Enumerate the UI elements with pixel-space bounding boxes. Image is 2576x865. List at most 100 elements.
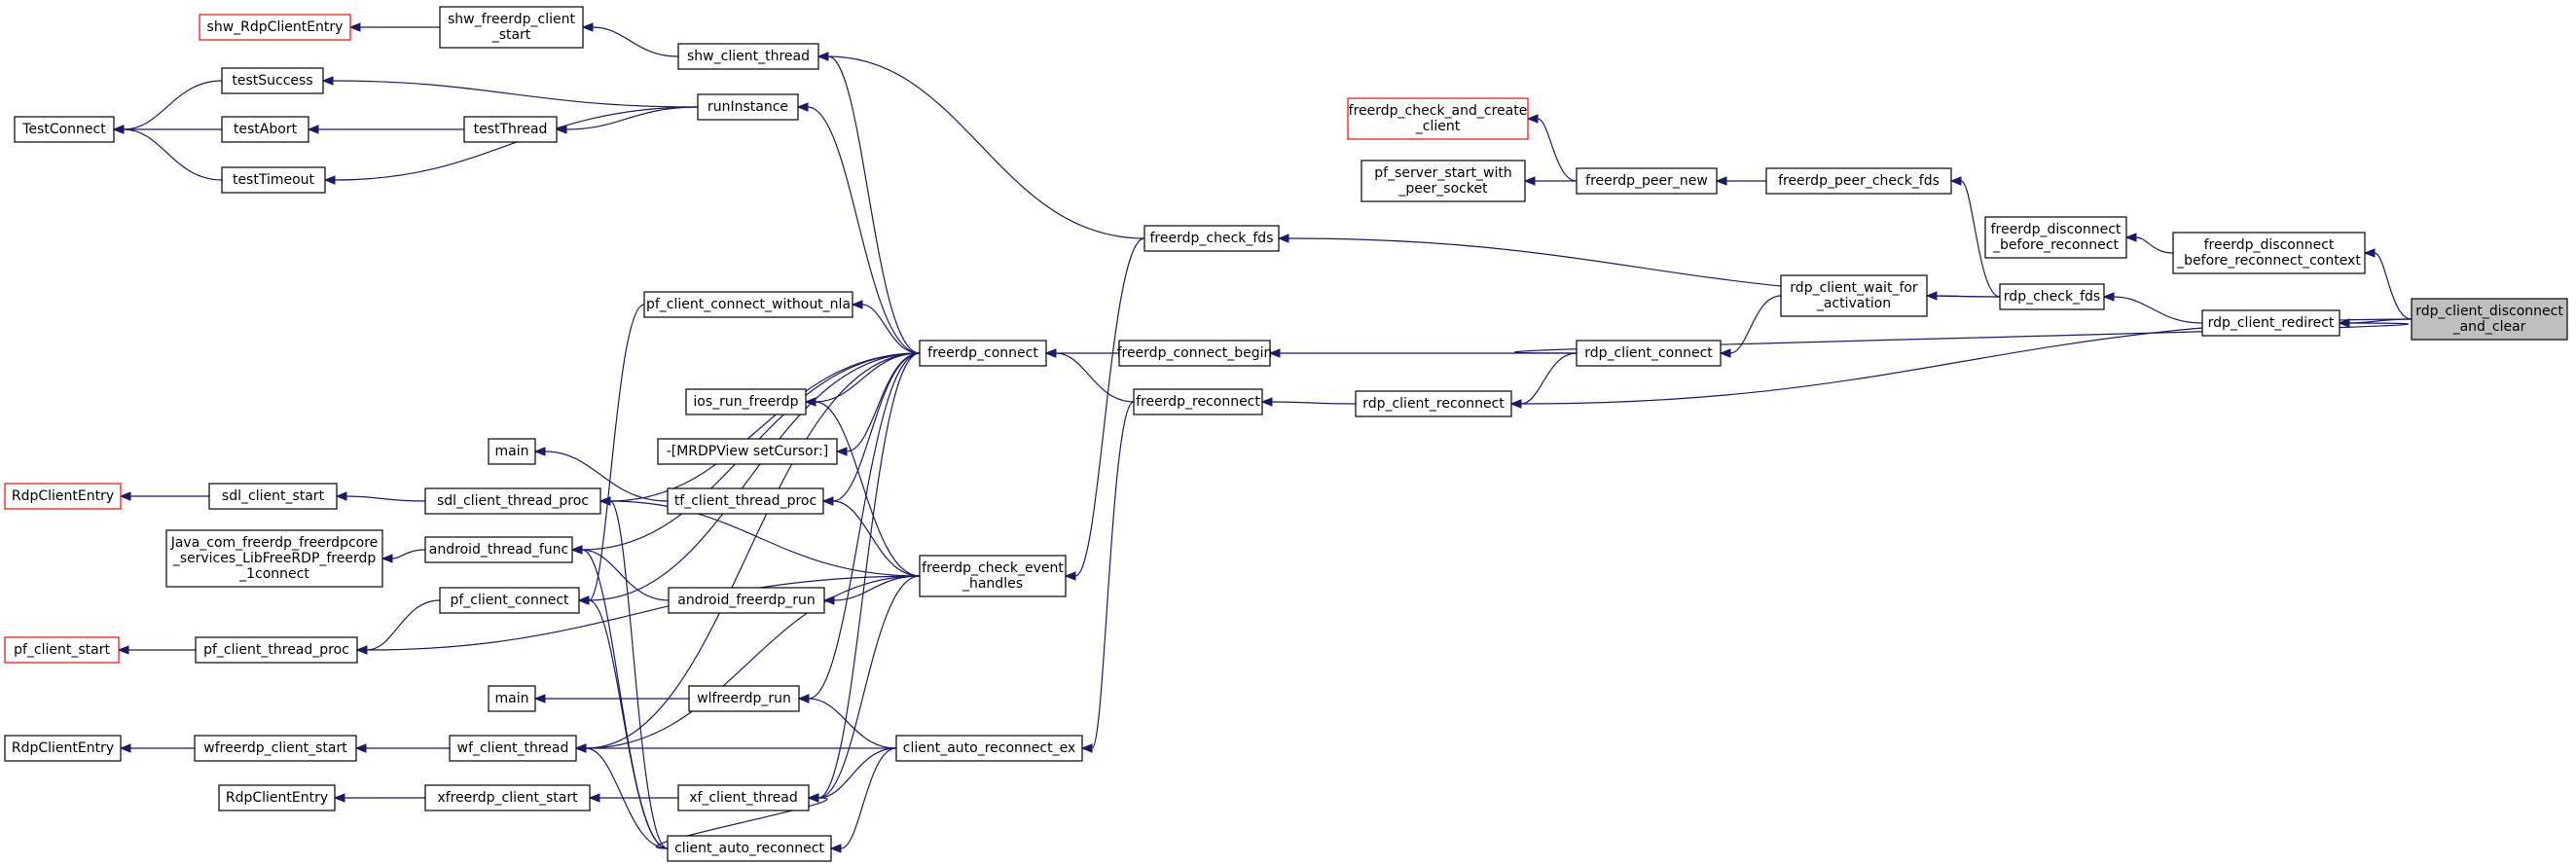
node-wlfreerdp-run[interactable]: wlfreerdp_run: [688, 685, 800, 712]
node-testtimeout[interactable]: testTimeout: [221, 166, 326, 194]
edge-arrowhead: [1277, 234, 1289, 243]
edge-java-to-android-tf: [381, 549, 426, 563]
node-freerdp-check-fds[interactable]: freerdp_check_fds: [1143, 225, 1280, 252]
node-label: rdp_client_disconnect: [2415, 304, 2563, 319]
node-box: [424, 487, 601, 515]
node-freerdp-connect[interactable]: freerdp_connect: [919, 340, 1047, 367]
node-label: _1connect: [238, 566, 309, 582]
node-pf-server-start-with-peer-socket[interactable]: pf_server_start_with_peer_socket: [1361, 160, 1526, 202]
edge-pf-client-connect-to-pf-cwn: [577, 304, 645, 605]
node-rdp-client-disconnect-and-clear[interactable]: rdp_client_disconnect_and_clear: [2411, 298, 2568, 341]
edge-arrowhead: [119, 743, 131, 753]
node-box: [221, 116, 309, 143]
node-shw-rdpcliententry[interactable]: shw_RdpClientEntry: [199, 14, 351, 41]
node-shw-freerdp-client-start[interactable]: shw_freerdp_client_start: [439, 6, 584, 49]
node-main[interactable]: main: [488, 685, 536, 712]
edge-line: [832, 352, 921, 502]
node-testsuccess[interactable]: testSuccess: [221, 67, 324, 94]
node-freerdp-disconnect-before-reconnect-context[interactable]: freerdp_disconnect_before_reconnect_cont…: [2172, 232, 2366, 274]
edge-arrowhead: [807, 793, 819, 803]
edge-arrowhead: [335, 491, 347, 501]
node-box: [688, 685, 800, 712]
edge-line: [585, 575, 921, 749]
node-ios-run-freerdp[interactable]: ios_run_freerdp: [685, 388, 807, 415]
edge-line: [1520, 352, 1578, 405]
edge-line: [817, 352, 921, 799]
edge-line: [1537, 118, 1578, 182]
node-freerdp-disconnect-before-reconnect[interactable]: freerdp_disconnect_before_reconnect: [1984, 216, 2127, 259]
node-pf-client-start[interactable]: pf_client_start: [4, 636, 120, 664]
node-pf-client-connect-without-nla[interactable]: pf_client_connect_without_nla: [643, 291, 853, 318]
node-rdpcliententry[interactable]: RdpClientEntry: [218, 784, 336, 811]
node-testthread[interactable]: testThread: [463, 116, 558, 143]
node-box: [677, 784, 810, 811]
node-box: [439, 6, 584, 49]
edge-line: [609, 500, 921, 577]
node-tf-client-thread-proc[interactable]: tf_client_thread_proc: [667, 487, 824, 515]
node-testconnect[interactable]: TestConnect: [14, 116, 115, 143]
edge-arrowhead: [588, 793, 600, 803]
node-label: _activation: [1816, 296, 1891, 311]
node-box: [1999, 283, 2105, 310]
node-wfreerdp-client-start[interactable]: wfreerdp_client_start: [194, 735, 357, 762]
edge-arrowhead: [1719, 348, 1731, 358]
node-rdpcliententry[interactable]: RdpClientEntry: [4, 483, 122, 510]
edge-arrowhead: [829, 844, 842, 853]
node-freerdp-check-event-handles[interactable]: freerdp_check_event_handles: [919, 555, 1067, 597]
node-client-auto-reconnect[interactable]: client_auto_reconnect: [667, 835, 832, 862]
node-label: android_freerdp_run: [677, 593, 816, 608]
edge-arrowhead: [348, 22, 361, 32]
node-shw-client-thread[interactable]: shw_client_thread: [677, 43, 819, 70]
node-client-auto-reconnect-ex[interactable]: client_auto_reconnect_ex: [895, 735, 1083, 762]
node-label: shw_freerdp_client: [448, 12, 575, 27]
node-box: [194, 735, 357, 762]
node-rdp-client-reconnect[interactable]: rdp_client_reconnect: [1355, 390, 1512, 417]
edge-fcac-to-freerdp-peer-new: [1526, 114, 1578, 182]
edge-arrowhead: [577, 595, 590, 605]
node-pf-client-connect[interactable]: pf_client_connect: [439, 587, 580, 614]
node-box: [221, 166, 326, 194]
node-label: shw_client_thread: [687, 49, 810, 64]
node-rdp-client-redirect[interactable]: rdp_client_redirect: [2201, 309, 2340, 337]
edge-arrowhead: [1044, 348, 1057, 358]
node-box: [14, 116, 115, 143]
node-rdp-check-fds[interactable]: rdp_check_fds: [1999, 283, 2105, 310]
edge-line: [827, 55, 921, 354]
node-freerdp-peer-new[interactable]: freerdp_peer_new: [1576, 167, 1718, 195]
node-freerdp-peer-check-fds[interactable]: freerdp_peer_check_fds: [1765, 167, 1952, 195]
node-runinstance[interactable]: runInstance: [697, 93, 799, 121]
node-xfreerdp-client-start[interactable]: xfreerdp_client_start: [424, 784, 591, 811]
edge-line: [345, 495, 426, 502]
node-wf-client-thread[interactable]: wf_client_thread: [449, 735, 577, 762]
node-label: rdp_check_fds: [2004, 289, 2100, 305]
node-freerdp-reconnect[interactable]: freerdp_reconnect: [1133, 388, 1263, 415]
node-freerdp-check-and-create-client[interactable]: freerdp_check_and_create_client: [1347, 97, 1529, 140]
node-android-thread-func[interactable]: android_thread_func: [424, 536, 573, 563]
node-rdp-client-connect[interactable]: rdp_client_connect: [1576, 340, 1722, 367]
node-android-freerdp-run[interactable]: android_freerdp_run: [668, 587, 825, 614]
edge-arrowhead: [851, 300, 863, 309]
node-java-com-freerdp-freerdpcore-services-libfreerdp-freerdp-1connect[interactable]: Java_com_freerdp_freerdpcore_services_Li…: [165, 529, 383, 588]
node-rdpcliententry[interactable]: RdpClientEntry: [4, 735, 122, 762]
node-box: [895, 735, 1083, 762]
node-label: freerdp_check_and_create: [1349, 103, 1528, 119]
node-xf-client-thread[interactable]: xf_client_thread: [677, 784, 810, 811]
edge-rdp-check-fds-to-rdp-client-redirect: [2102, 292, 2203, 324]
node-sdl-client-start[interactable]: sdl_client_start: [208, 483, 338, 510]
node-box: [208, 483, 338, 510]
node-pf-client-thread-proc[interactable]: pf_client_thread_proc: [195, 636, 358, 664]
edge-line: [334, 106, 699, 181]
node-label: freerdp_peer_new: [1585, 173, 1708, 189]
edge-arrowhead: [2124, 233, 2137, 242]
node-main[interactable]: main: [488, 438, 536, 465]
node-sdl-client-thread-proc[interactable]: sdl_client_thread_proc: [424, 487, 601, 515]
node-label: pf_server_start_with: [1374, 165, 1511, 181]
node-box: [4, 735, 122, 762]
node-box: [668, 587, 825, 614]
node-testabort[interactable]: testAbort: [221, 116, 309, 143]
edge-fceh-to-freerdp-check-fds: [1064, 237, 1145, 581]
node-rdp-client-wait-for-activation[interactable]: rdp_client_wait_for_activation: [1780, 274, 1928, 317]
node-mrdpview-setcursor[interactable]: -[MRDPView setCursor:]: [657, 438, 838, 465]
node-box: [919, 555, 1067, 597]
node-freerdp-connect-begin[interactable]: freerdp_connect_begin: [1117, 340, 1273, 367]
